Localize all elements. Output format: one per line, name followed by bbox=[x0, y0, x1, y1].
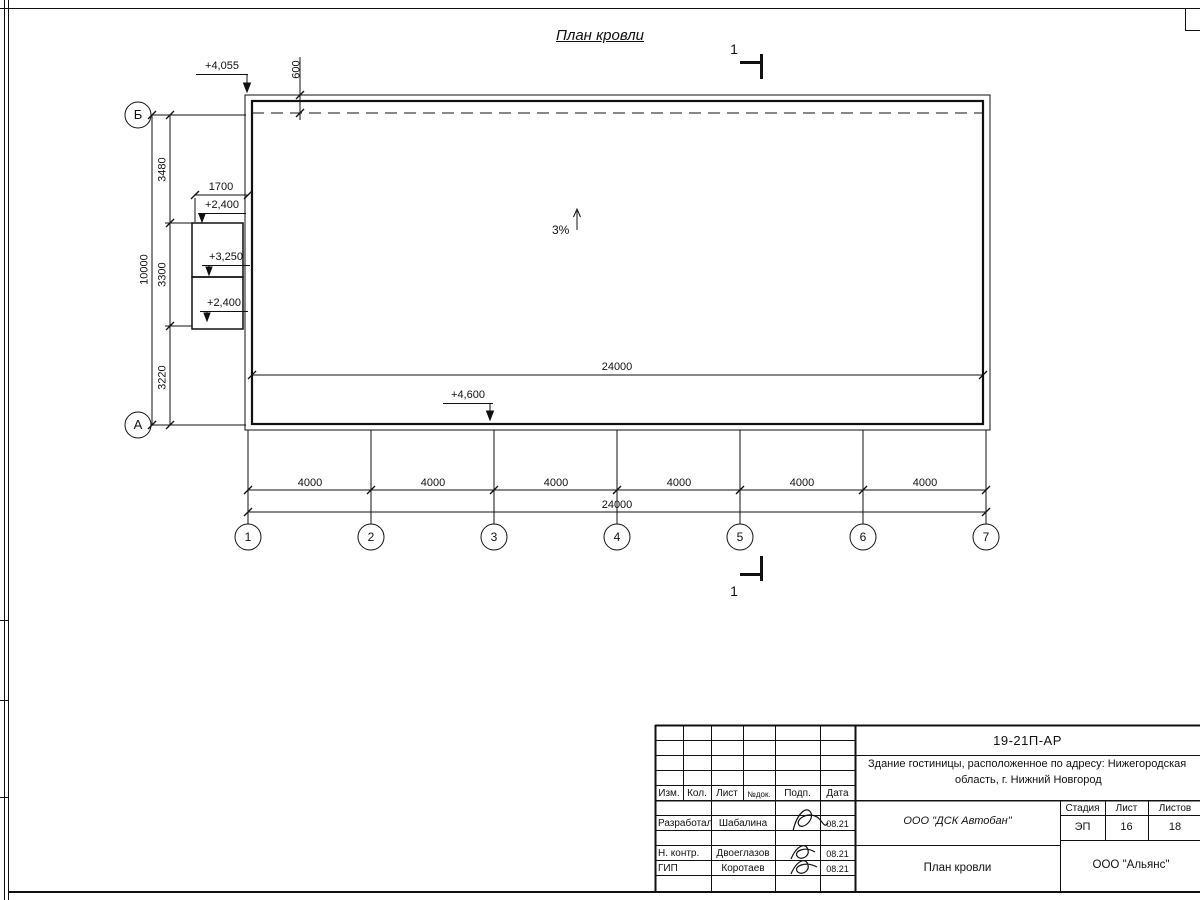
axis-label-3: 3 bbox=[490, 530, 498, 544]
elevation-top-left: +4,055 bbox=[196, 60, 248, 76]
section-label-bottom: 1 bbox=[730, 583, 738, 599]
titleblock-sheets-label: Листов bbox=[1158, 803, 1192, 814]
dim-bay-6: 4000 bbox=[912, 477, 938, 489]
titleblock-grid bbox=[654, 724, 1200, 892]
axis-circle-3 bbox=[480, 523, 508, 551]
signatures bbox=[790, 809, 829, 875]
dim-10000: 10000 bbox=[138, 254, 151, 285]
titleblock-header-izm: Изм. bbox=[658, 788, 680, 799]
titleblock-project-line2: область, г. Нижний Новгород bbox=[955, 774, 1102, 786]
elevation-hatch-top: +2,400 bbox=[198, 199, 246, 215]
slope-arrow bbox=[573, 207, 581, 230]
elevation-bottom: +4,600 bbox=[443, 389, 493, 405]
titleblock-header-podp: Подп. bbox=[784, 788, 811, 799]
titleblock-stage-label: Стадия bbox=[1065, 803, 1100, 814]
dim-24000-inner: 24000 bbox=[601, 361, 633, 373]
titleblock-role-1: Разработал bbox=[658, 818, 713, 829]
signature-korotaev bbox=[790, 860, 818, 875]
axis-label-1: 1 bbox=[244, 530, 252, 544]
titleblock-header-data: Дата bbox=[826, 788, 849, 799]
titleblock-contractor: ООО "ДСК Автобан" bbox=[903, 815, 1012, 827]
dim-bay-1: 4000 bbox=[297, 477, 323, 489]
axis-label-6: 6 bbox=[859, 530, 867, 544]
section-marks bbox=[740, 54, 763, 581]
axis-circle-5 bbox=[726, 523, 754, 551]
dim-bay-3: 4000 bbox=[543, 477, 569, 489]
axis-circle-2 bbox=[357, 523, 385, 551]
axis-circle-4 bbox=[603, 523, 631, 551]
titleblock-header-ndok: №док. bbox=[747, 790, 771, 799]
dim-3300: 3300 bbox=[156, 262, 169, 287]
section-mark-top bbox=[740, 54, 763, 79]
axis-circle-A bbox=[124, 411, 152, 439]
axis-label-A: А bbox=[133, 417, 143, 432]
dim-24000-bottom: 24000 bbox=[601, 499, 633, 511]
elevation-hatch-mid: +3,250 bbox=[202, 251, 250, 267]
dim-3220: 3220 bbox=[156, 365, 169, 390]
titleblock-doc-number: 19-21П-АР bbox=[993, 733, 1062, 748]
titleblock-project-line1: Здание гостиницы, расположенное по адрес… bbox=[868, 758, 1187, 770]
titleblock-header-kol: Кол. bbox=[687, 788, 707, 799]
titleblock-name-2: Двоеглазов bbox=[716, 848, 770, 859]
titleblock-name-1: Шабалина bbox=[718, 818, 768, 829]
titleblock-date-2: 08.21 bbox=[826, 849, 849, 859]
axis-lines bbox=[151, 114, 987, 524]
dim-bay-2: 4000 bbox=[420, 477, 446, 489]
dimension-ticks bbox=[147, 90, 991, 517]
titleblock-name-3: Коротаев bbox=[721, 863, 765, 874]
section-mark-bottom bbox=[740, 556, 763, 581]
axis-circle-B bbox=[124, 101, 152, 129]
titleblock-role-3: ГИП bbox=[658, 863, 678, 874]
section-label-top: 1 bbox=[730, 41, 738, 57]
dim-3480: 3480 bbox=[156, 157, 169, 182]
dim-1700: 1700 bbox=[208, 181, 234, 193]
titleblock-role-2: Н. контр. bbox=[658, 848, 700, 859]
dim-parapet-600: 600 bbox=[290, 60, 303, 79]
axis-circle-6 bbox=[849, 523, 877, 551]
titleblock-drawing-title: План кровли bbox=[923, 862, 992, 874]
titleblock-organization: ООО "Альянс" bbox=[1092, 859, 1170, 871]
dim-bay-4: 4000 bbox=[666, 477, 692, 489]
axis-label-4: 4 bbox=[613, 530, 621, 544]
axis-label-7: 7 bbox=[982, 530, 990, 544]
slope-label: 3% bbox=[552, 223, 570, 237]
axis-label-B: Б bbox=[133, 107, 143, 122]
titleblock-date-1: 08.21 bbox=[826, 819, 849, 829]
roof-hatch-lower bbox=[191, 276, 244, 330]
axis-circle-1 bbox=[234, 523, 262, 551]
signature-shabalina bbox=[792, 809, 829, 832]
elevation-hatch-bottom: +2,400 bbox=[200, 297, 248, 313]
page-title: План кровли bbox=[556, 27, 644, 44]
roof-hatch-upper bbox=[191, 222, 244, 278]
axis-circle-7 bbox=[972, 523, 1000, 551]
titleblock-stage-value: ЭП bbox=[1074, 821, 1091, 833]
axis-circles bbox=[124, 101, 1000, 551]
titleblock-sheet-label: Лист bbox=[1115, 803, 1138, 814]
roof-outline-inner bbox=[250, 99, 985, 426]
signature-dvoeglazov bbox=[790, 845, 816, 860]
titleblock-header-list: Лист bbox=[716, 788, 738, 799]
dimension-lines bbox=[151, 57, 986, 513]
dim-bay-5: 4000 bbox=[789, 477, 815, 489]
roof-outline bbox=[191, 94, 991, 431]
titleblock-date-3: 08.21 bbox=[826, 864, 849, 874]
roof-outline-outer bbox=[244, 94, 991, 431]
titleblock-sheet-value: 16 bbox=[1120, 821, 1133, 833]
titleblock-sheets-value: 18 bbox=[1168, 821, 1182, 833]
axis-label-2: 2 bbox=[367, 530, 375, 544]
axis-label-5: 5 bbox=[736, 530, 744, 544]
